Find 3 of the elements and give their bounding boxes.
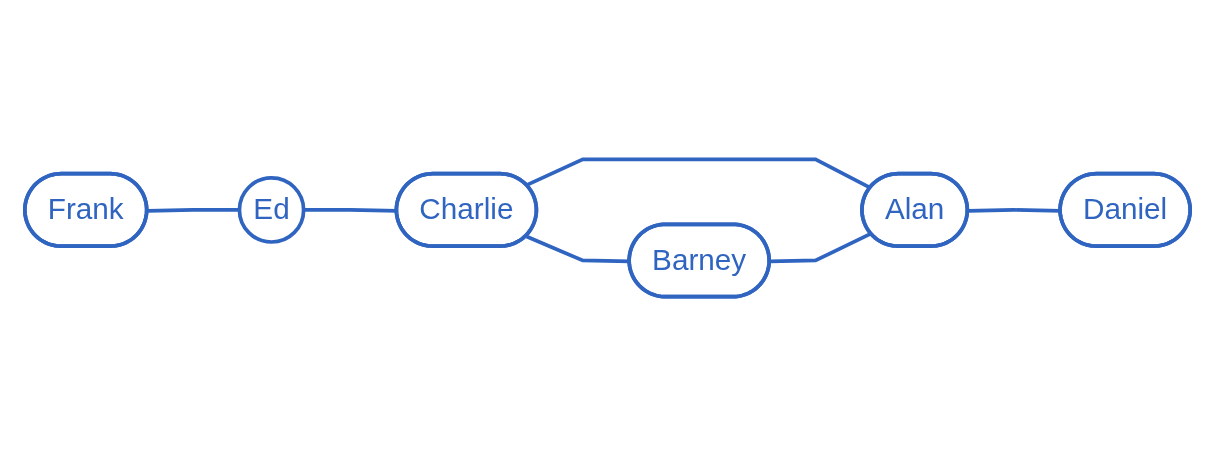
connector xyxy=(770,231,872,264)
connector xyxy=(525,157,872,190)
node-circle: Ed xyxy=(237,175,306,244)
